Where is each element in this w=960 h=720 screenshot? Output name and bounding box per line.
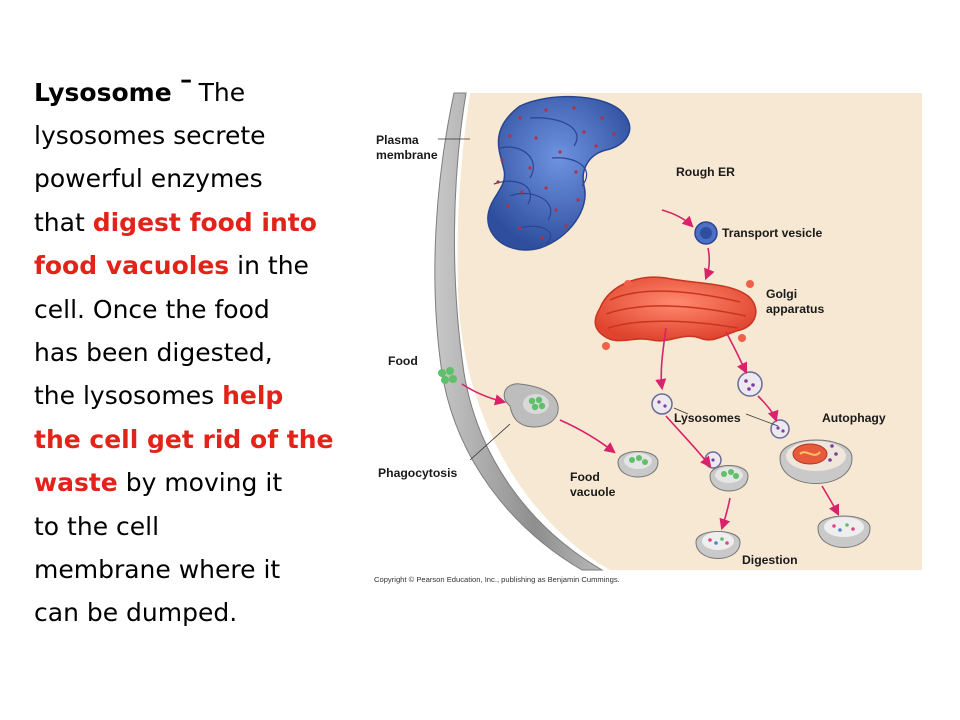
golgi-apparatus [594,276,757,350]
highlighted-phrase: help [222,381,284,411]
lysosome-1 [737,371,763,397]
paragraph-line-1: Lysosome-The [34,56,364,114]
text-segment: cell. Once the food [34,294,270,324]
ribosome-dot [506,204,510,208]
ribosome-dot [544,108,548,112]
text-segment: powerful enzymes [34,164,263,194]
paragraph-line-5: food vacuoles in the [34,244,364,287]
ribosome-dot [544,186,548,190]
ribosome-dot [520,190,524,194]
label-digestion: Digestion [742,553,798,567]
text-segment: the lysosomes [34,381,223,411]
ribosome-dot [508,134,512,138]
ribosome-dot [600,116,604,120]
ribosome-dot [582,130,586,134]
text-segment: membrane where it [34,554,281,584]
paragraph-line-4: that digest food into [34,201,364,244]
line-text: The [199,78,246,107]
digestion-vesicle-right [817,515,871,548]
plasma-membrane [434,92,604,571]
lysosome-2 [651,393,673,415]
label-plasma-membrane-1: Plasma [376,133,419,147]
term-lysosome: Lysosome [34,78,172,107]
ribosome-dot [612,132,616,136]
ribosome-dot [518,116,522,120]
ribosome-dot [594,144,598,148]
label-lysosomes: Lysosomes [674,411,741,425]
paragraph-line-9: the cell get rid of the [34,418,364,461]
ribosome-dot [572,106,576,110]
paragraph-lines: lysosomes secrete powerful enzymes that di… [34,114,364,635]
label-food-vacuole-1: Food [570,470,600,484]
paragraph-line-7: has been digested, [34,331,364,374]
highlighted-phrase: food vacuoles [34,251,230,281]
ribosome-dot [540,236,544,240]
text-segment: by moving it [117,468,283,498]
food-particle [438,367,457,384]
food-vacuole [617,451,659,478]
lysosome-diagram: Plasma membrane Rough ER Transport vesic… [374,92,922,584]
ribosome-dot [554,208,558,212]
text-segment: in the [229,251,309,281]
paragraph-line-6: cell. Once the food [34,288,364,331]
highlighted-phrase: waste [34,468,118,498]
phagocytosis-pocket [503,383,559,428]
text-segment: to the cell [34,511,160,541]
label-autophagy: Autophagy [822,411,886,425]
paragraph-line-8: the lysosomes help [34,374,364,417]
text-segment: lysosomes secrete [34,121,266,150]
paragraph-line-13: can be dumped. [34,591,364,634]
highlighted-phrase: digest food into [92,207,317,237]
lysosome-description: Lysosome-The lysosomes secrete powerful e… [34,56,364,635]
ribosomes [496,106,616,240]
leader-lines [438,138,779,461]
label-phagocytosis: Phagocytosis [378,466,457,480]
ribosome-dot [496,180,500,184]
lysosome-4 [770,419,790,439]
label-food-vacuole-2: vacuole [570,485,616,499]
label-rough-er: Rough ER [676,165,735,179]
fusing-vacuole [709,465,749,492]
lysosome-3 [704,451,722,469]
term-dash: - [179,59,193,100]
digestion-vesicle-left [695,531,741,559]
ribosome-dot [576,198,580,202]
highlighted-phrase: the cell get rid of the [34,424,334,454]
label-golgi-2: apparatus [766,302,824,316]
ribosome-dot [518,226,522,230]
engulfed-food [528,396,546,411]
ribosome-dot [528,166,532,170]
text-segment: has been digested, [34,337,273,367]
transport-vesicle [694,221,718,245]
label-food: Food [388,354,418,368]
text-segment: The [198,78,246,107]
label-transport-vesicle: Transport vesicle [722,226,822,240]
ribosome-dot [500,158,504,162]
label-plasma-membrane-2: membrane [376,148,438,162]
pathway-arrows [461,209,840,531]
ribosome-dot [574,170,578,174]
paragraph-line-12: membrane where it [34,548,364,591]
ribosome-dot [534,136,538,140]
copyright-notice: Copyright © Pearson Education, Inc., pub… [374,575,620,584]
text-segment: that [34,207,93,237]
label-golgi-1: Golgi [766,287,797,301]
text-segment: can be dumped. [34,598,238,628]
paragraph-line-2: lysosomes secrete [34,114,364,157]
paragraph-line-3: powerful enzymes [34,157,364,200]
ribosome-dot [558,150,562,154]
ribosome-dot [564,224,568,228]
autophagy-vesicle [779,439,853,484]
paragraph-line-10: waste by moving it [34,461,364,504]
paragraph-line-11: to the cell [34,505,364,548]
rough-er [487,95,631,251]
